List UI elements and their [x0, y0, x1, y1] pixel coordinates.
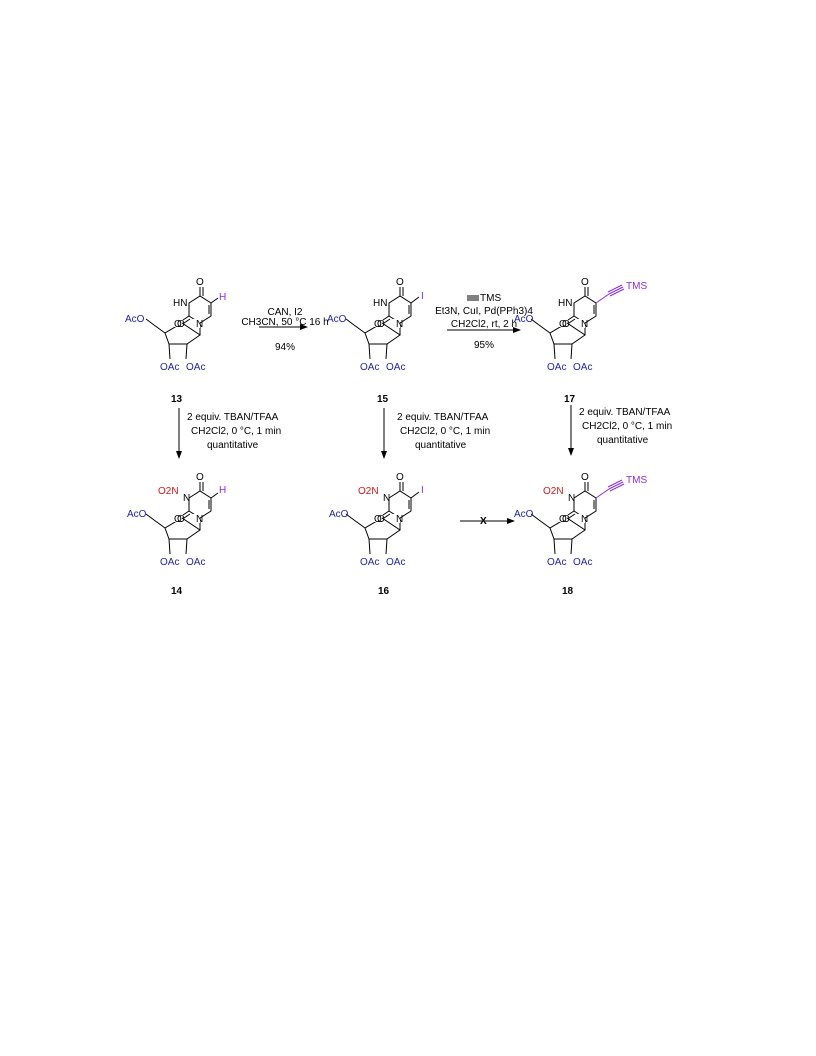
n3h-label: HN	[173, 298, 187, 309]
oac-3prime-label: OAc	[360, 362, 379, 373]
oac-3prime-label: OAc	[160, 557, 179, 568]
oac-3prime-label: OAc	[547, 362, 566, 373]
nitration-yield: quantitative	[415, 440, 467, 451]
oac-2prime-label: OAc	[573, 557, 592, 568]
nitration-reagents: 2 equiv. TBAN/TFAA	[397, 412, 489, 423]
oac-2prime-label: OAc	[573, 362, 592, 373]
n1-label: N	[581, 514, 588, 525]
nitration-conditions: CH2Cl2, 0 °C, 1 min	[400, 426, 490, 437]
nitration-conditions: CH2Cl2, 0 °C, 1 min	[191, 426, 281, 437]
ring-oxygen-label: O	[562, 319, 570, 330]
tms-label: TMS	[626, 281, 647, 292]
iodination-reagents: CAN, I2	[267, 307, 302, 318]
nitration-reagents: 2 equiv. TBAN/TFAA	[187, 412, 279, 423]
n3-label: N	[568, 493, 575, 504]
sonogashira-yield: 95%	[474, 340, 494, 351]
c2-oxygen-label: O	[559, 319, 567, 330]
n3-label: N	[383, 493, 390, 504]
compound-number-15: 15	[377, 394, 389, 405]
c2-oxygen-label: O	[374, 514, 382, 525]
nitro-label: O2N	[543, 486, 564, 497]
oac-2prime-label: OAc	[386, 557, 405, 568]
nitro-label: O2N	[358, 486, 379, 497]
aco-5prime-label: AcO	[327, 314, 347, 325]
aco-5prime-label: AcO	[514, 509, 534, 520]
reaction-arrow-blocked: X	[460, 516, 515, 527]
c2-oxygen-label: O	[559, 514, 567, 525]
nitration-yield: quantitative	[597, 435, 649, 446]
c2-oxygen-label: O	[374, 319, 382, 330]
n1-label: N	[581, 319, 588, 330]
ring-oxygen-label: O	[562, 514, 570, 525]
ring-oxygen-label: O	[177, 319, 185, 330]
compound-13: O HN O N O H AcO OAc OAc	[125, 277, 226, 373]
c4-oxygen-label: O	[196, 277, 204, 288]
aco-5prime-label: AcO	[127, 509, 147, 520]
compound-number-18: 18	[562, 586, 574, 597]
nitration-reagents: 2 equiv. TBAN/TFAA	[579, 407, 671, 418]
c4-oxygen-label: O	[581, 277, 589, 288]
c4-oxygen-label: O	[581, 472, 589, 483]
c2-oxygen-label: O	[174, 319, 182, 330]
oac-2prime-label: OAc	[186, 362, 205, 373]
aco-5prime-label: AcO	[125, 314, 145, 325]
n3h-label: HN	[373, 298, 387, 309]
c5-hydrogen-label: H	[219, 485, 226, 496]
n3h-label: HN	[558, 298, 572, 309]
iodine-label: I	[421, 291, 424, 302]
c4-oxygen-label: O	[396, 472, 404, 483]
n3-label: N	[183, 493, 190, 504]
sonogashira-catalysts: Et3N, CuI, Pd(PPh3)4	[435, 306, 533, 317]
ring-oxygen-label: O	[177, 514, 185, 525]
compound-17: O HN O N O TMS AcO OAc OAc	[514, 277, 647, 373]
compound-14: O O2N N O N O H AcO OAc OAc	[127, 472, 226, 568]
compound-number-13: 13	[171, 394, 183, 405]
reaction-arrow-nitration-17: 2 equiv. TBAN/TFAA CH2Cl2, 0 °C, 1 min q…	[568, 405, 672, 456]
n1-label: N	[196, 319, 203, 330]
reaction-arrow-nitration-15: 2 equiv. TBAN/TFAA CH2Cl2, 0 °C, 1 min q…	[381, 408, 490, 459]
iodination-yield: 94%	[275, 342, 295, 353]
reaction-arrow-nitration-13: 2 equiv. TBAN/TFAA CH2Cl2, 0 °C, 1 min q…	[176, 408, 281, 459]
tms-label: TMS	[626, 475, 647, 486]
ring-oxygen-label: O	[377, 319, 385, 330]
c2-oxygen-label: O	[174, 514, 182, 525]
c4-oxygen-label: O	[196, 472, 204, 483]
nitro-label: O2N	[158, 486, 179, 497]
aco-5prime-label: AcO	[329, 509, 349, 520]
compound-15: O HN O N O I AcO OAc OAc	[327, 277, 424, 373]
n1-label: N	[396, 514, 403, 525]
aco-5prime-label: AcO	[514, 314, 534, 325]
n1-label: N	[396, 319, 403, 330]
ring-oxygen-label: O	[377, 514, 385, 525]
oac-2prime-label: OAc	[386, 362, 405, 373]
sonogashira-conditions: CH2Cl2, rt, 2 h	[451, 319, 517, 330]
iodination-conditions: CH3CN, 50 °C 16 h	[241, 317, 328, 328]
blocked-reaction-mark: X	[480, 516, 487, 527]
c5-hydrogen-label: H	[219, 292, 226, 303]
c4-oxygen-label: O	[396, 277, 404, 288]
compound-number-14: 14	[171, 586, 183, 597]
compound-number-16: 16	[378, 586, 390, 597]
oac-2prime-label: OAc	[186, 557, 205, 568]
n1-label: N	[196, 514, 203, 525]
oac-3prime-label: OAc	[360, 557, 379, 568]
oac-3prime-label: OAc	[547, 557, 566, 568]
tms-acetylene-label: TMS	[480, 293, 501, 304]
nitration-conditions: CH2Cl2, 0 °C, 1 min	[582, 421, 672, 432]
compound-number-17: 17	[564, 394, 576, 405]
iodine-label: I	[421, 485, 424, 496]
oac-3prime-label: OAc	[160, 362, 179, 373]
reaction-arrow-iodination: CAN, I2 CH3CN, 50 °C 16 h 94%	[241, 307, 328, 353]
nitration-yield: quantitative	[207, 440, 259, 451]
reaction-arrow-sonogashira: TMS Et3N, CuI, Pd(PPh3)4 CH2Cl2, rt, 2 h…	[435, 293, 533, 351]
compound-18: O O2N N O N O TMS AcO OAc OAc	[514, 472, 647, 568]
compound-16: O O2N N O N O I AcO OAc OAc	[329, 472, 424, 568]
